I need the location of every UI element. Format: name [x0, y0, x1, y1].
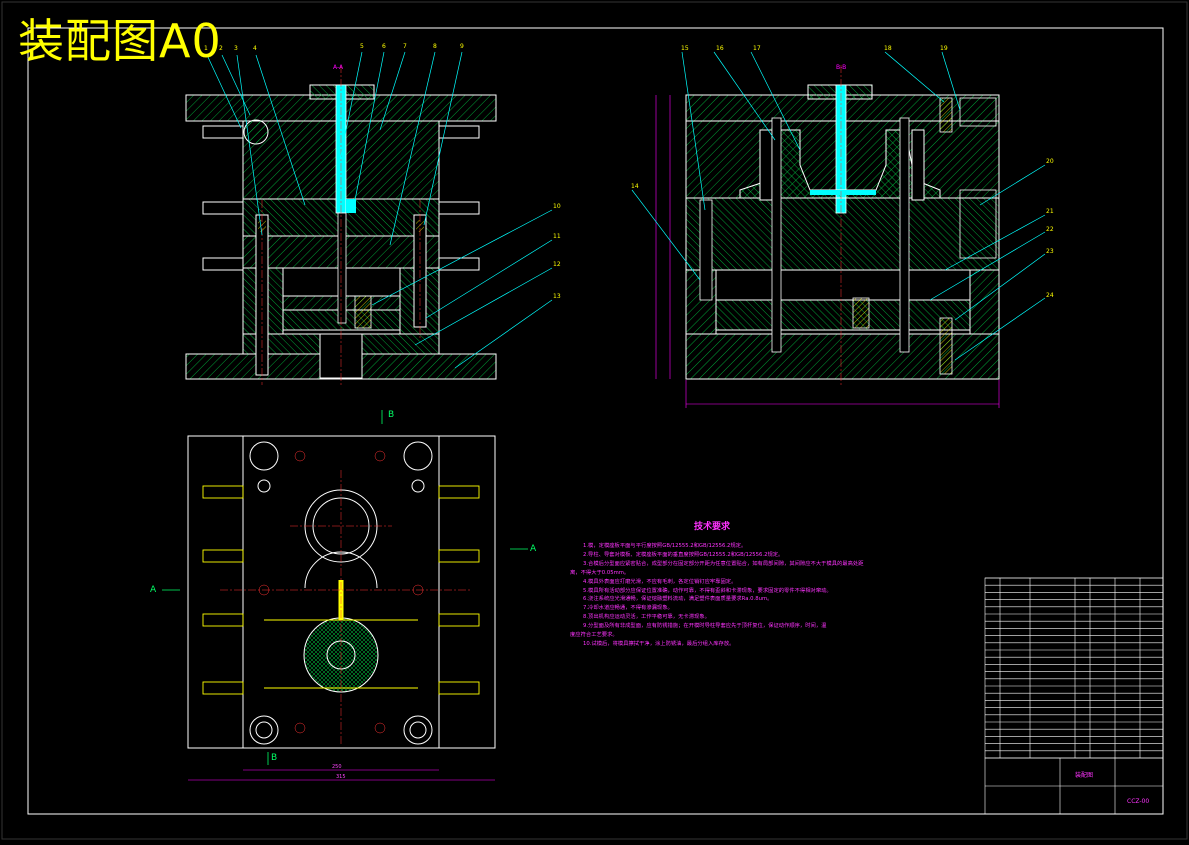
- part-number-front: 13: [553, 293, 561, 300]
- view-marker-a-left: A: [150, 585, 157, 595]
- part-number-front: 9: [460, 43, 464, 50]
- part-number-side: 17: [753, 45, 761, 52]
- view-marker-b-bottom: B: [271, 753, 278, 763]
- part-number-side: 20: [1046, 158, 1054, 165]
- cooling-fitting: [202, 549, 244, 563]
- part-number-front: 11: [553, 233, 561, 240]
- technical-requirement-line: 6.浇注系统应光滑通畅，保证熔融塑料流动，满足塑件表面质量要求Ra.0.8um。: [583, 596, 773, 603]
- inner-border: [27, 27, 1164, 815]
- technical-requirement-line: 2.导柱、导套对模板、定模座板平面的垂直度按照GB/12555.2和GB/125…: [583, 551, 784, 558]
- part-number-front: 12: [553, 261, 561, 268]
- cooling-fitting: [438, 613, 480, 627]
- part-number-front: 7: [403, 43, 407, 50]
- technical-requirement-line: 10.试模后，将模具擦拭干净，涂上防锈油，最后分组入库存放。: [583, 640, 735, 647]
- title-block-name: 装配图: [1075, 772, 1094, 779]
- technical-requirement-line: 3.合模后分型面应紧密贴合，成型部分在固定部分开距为任意位置贴合，如有局部间隙，…: [583, 560, 864, 567]
- part-number-front: 8: [433, 43, 437, 50]
- technical-requirements-title: 技术要求: [694, 522, 731, 532]
- part-number-side: 19: [940, 45, 948, 52]
- cooling-fitting: [202, 681, 244, 695]
- technical-requirement-line: 7.冷却水道应畅通，不得有渗漏现象。: [583, 605, 673, 612]
- technical-requirement-line: 9.分型面及所有非成型面，应有防锈措施；在开模时导柱导套应先于顶杆复位，保证动作…: [583, 623, 827, 630]
- technical-requirement-line: 5.模具所有活动部分应保证位置准确，动作可靠，不得有歪斜和卡滞现象，要求固定的零…: [583, 587, 832, 594]
- part-number-side: 24: [1046, 292, 1054, 299]
- svg-text:250: 250: [332, 764, 342, 770]
- technical-requirement-line: 度应符合工艺要求。: [570, 632, 618, 638]
- part-number-side: 15: [681, 45, 689, 52]
- part-number-front: 5: [360, 43, 364, 50]
- cooling-fitting: [438, 549, 480, 563]
- technical-requirement-line: 4.模具外表面应打磨光滑，不应有毛刺，各定位销钉应牢靠固定。: [583, 578, 737, 585]
- section-label-side: B-B: [836, 64, 847, 71]
- technical-requirement-line: 1.模，定模座板平面与平行度按照GB/12555.2和GB/12556.2规定。: [583, 543, 747, 549]
- part-number-side: 23: [1046, 248, 1054, 255]
- technical-requirement-line: 8.顶出机构应运动灵活，工作平稳可靠，无卡滞现象。: [583, 614, 710, 621]
- title-block-code: CCZ-00: [1127, 798, 1150, 805]
- part-number-front: 10: [553, 203, 561, 210]
- cooling-fitting: [202, 613, 244, 627]
- part-number-side: 16: [716, 45, 724, 52]
- section-label-front: A-A: [333, 64, 344, 71]
- cooling-fitting: [202, 485, 244, 499]
- svg-text:315: 315: [336, 774, 346, 780]
- part-number-front: 1: [204, 45, 208, 52]
- bom-table: [984, 577, 1164, 815]
- cooling-fitting: [438, 681, 480, 695]
- part-number-side: 21: [1046, 208, 1054, 215]
- view-marker-b-top: B: [388, 410, 395, 420]
- part-number-front: 3: [234, 45, 238, 52]
- part-number-side: 18: [884, 45, 892, 52]
- side-section-view: 14 15 16 17 18 19 20 21 22 23 24: [631, 45, 1054, 408]
- plan-view: 250 315: [162, 410, 528, 781]
- drawing-title: 装配图A0: [18, 14, 222, 68]
- cooling-fitting: [438, 485, 480, 499]
- view-marker-a-right: A: [530, 544, 537, 554]
- part-number-front: 4: [253, 45, 257, 52]
- technical-requirement-line: 离，不得大于0.05mm。: [570, 569, 630, 576]
- part-number-side: 22: [1046, 226, 1054, 233]
- part-number-front: 6: [382, 43, 386, 50]
- part-number-side: 14: [631, 183, 639, 190]
- part-number-front: 2: [219, 45, 223, 52]
